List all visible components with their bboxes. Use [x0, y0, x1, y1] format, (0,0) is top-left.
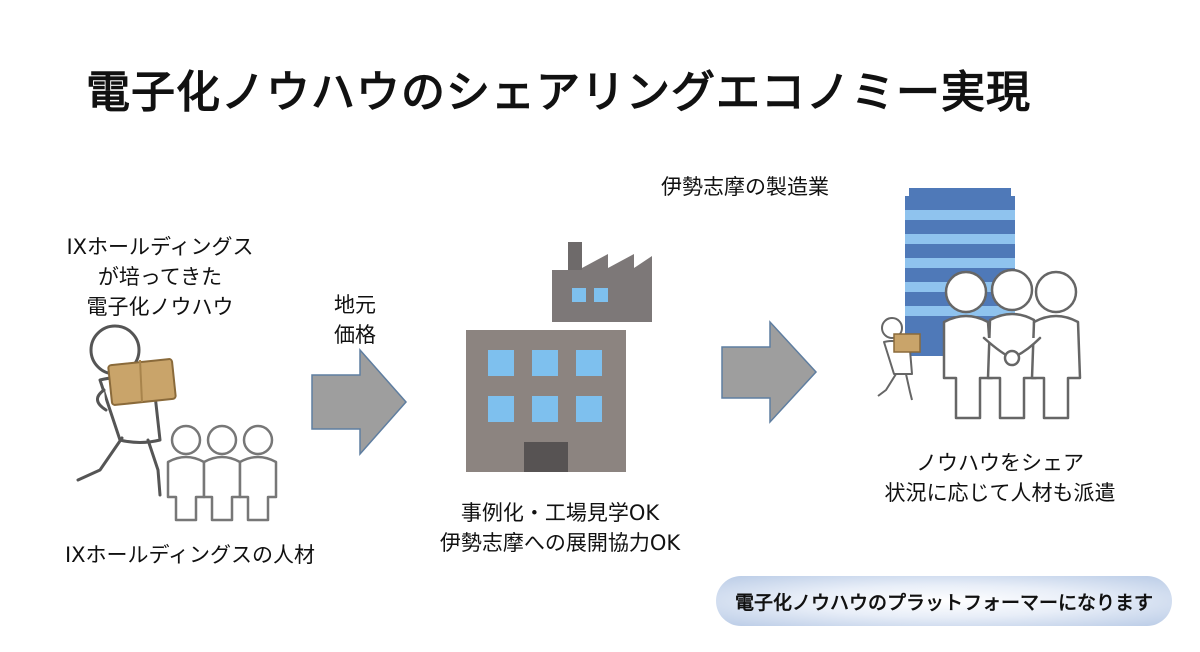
- middle-caption-line: 事例化・工場見学OK: [460, 501, 660, 525]
- team-handshake-icon: [942, 268, 1082, 420]
- office-building-icon: [466, 330, 626, 472]
- platform-banner: 電子化ノウハウのプラットフォーマーになります: [716, 576, 1172, 626]
- team-people-icon: [166, 424, 278, 522]
- right-arrow-icon: [721, 320, 818, 424]
- arrow1-label-line: 地元: [334, 293, 376, 317]
- left-heading-line: が培ってきた: [97, 265, 223, 289]
- right-caption-line: 状況に応じて人材も派遣: [884, 481, 1116, 505]
- left-caption: IXホールディングスの人材: [64, 543, 316, 567]
- page-title: 電子化ノウハウのシェアリングエコノミー実現: [86, 67, 1031, 118]
- middle-caption-line: 伊勢志摩への展開協力OK: [439, 531, 681, 555]
- left-heading-line: 電子化ノウハウ: [86, 295, 234, 319]
- small-delivery-person-icon: [877, 317, 921, 401]
- left-heading-line: IXホールディングス: [66, 235, 254, 259]
- arrow1-label-line: 価格: [334, 323, 376, 347]
- right-caption: ノウハウをシェア 状況に応じて人材も派遣: [860, 448, 1140, 508]
- right-heading: 伊勢志摩の製造業: [661, 175, 829, 199]
- arrow1-label: 地元 価格: [320, 290, 390, 350]
- left-heading: IXホールディングス が培ってきた 電子化ノウハウ: [40, 232, 280, 322]
- factory-icon: [552, 242, 652, 322]
- middle-caption: 事例化・工場見学OK 伊勢志摩への展開協力OK: [420, 498, 700, 558]
- right-arrow-icon: [311, 348, 408, 456]
- delivery-person-icon: [76, 324, 177, 497]
- right-caption-line: ノウハウをシェア: [916, 451, 1084, 475]
